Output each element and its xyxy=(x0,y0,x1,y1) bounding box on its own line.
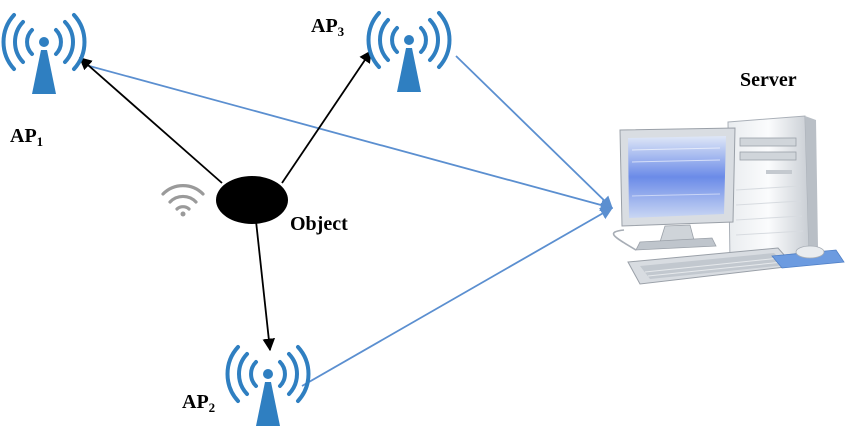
ap1-label-base: AP xyxy=(10,125,37,147)
antenna-icon xyxy=(366,11,452,92)
ap1-label: AP1 xyxy=(10,126,43,148)
object-label: Object xyxy=(290,213,348,235)
ap2-label-sub: 2 xyxy=(208,400,216,415)
ap3-label-base: AP xyxy=(311,15,338,37)
antenna-icon xyxy=(1,13,87,94)
desktop-computer-icon xyxy=(612,115,845,285)
edge-object-ap3 xyxy=(281,49,372,184)
ap3-label-sub: 3 xyxy=(337,24,345,39)
ap2-label: AP2 xyxy=(182,392,215,414)
ap2-label-base: AP xyxy=(182,391,209,413)
server-label: Server xyxy=(740,69,797,91)
antenna-icon xyxy=(225,345,311,426)
wifi-icon xyxy=(161,184,205,217)
edge-ap1-server xyxy=(81,63,614,212)
ap3-label: AP3 xyxy=(311,16,344,38)
edge-ap3-server xyxy=(455,55,613,209)
object-node xyxy=(216,176,288,224)
edge-object-ap2 xyxy=(255,220,276,352)
edge-ap2-server xyxy=(301,207,614,387)
ap1-label-sub: 1 xyxy=(36,134,44,149)
edge-object-ap1 xyxy=(79,57,223,184)
